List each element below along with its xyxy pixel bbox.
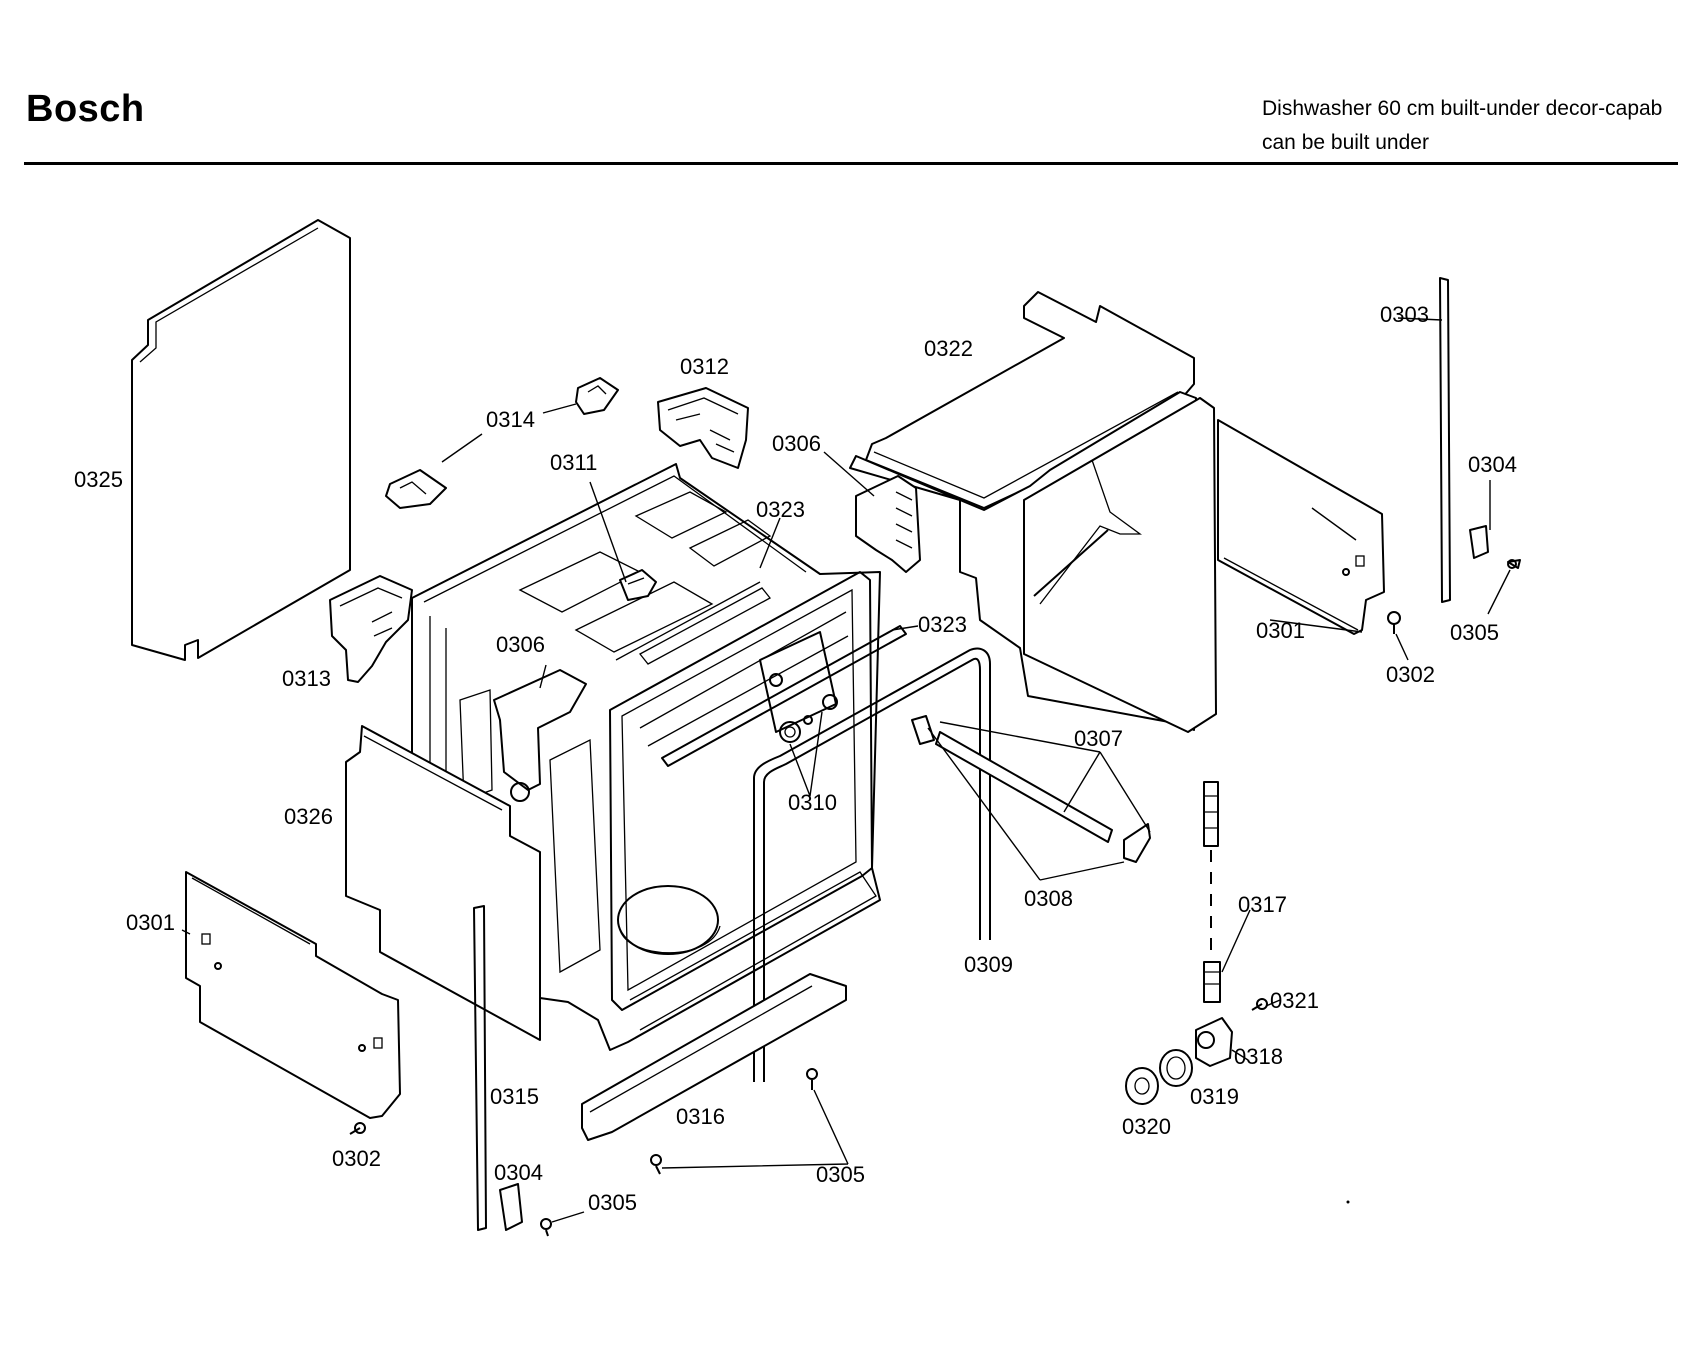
callout-0323-lower: 0323 xyxy=(918,612,967,637)
part-connector-0311 xyxy=(619,569,657,601)
callout-0305-left: 0305 xyxy=(588,1190,637,1215)
model-description-line-1: Dishwasher 60 cm built-under decor-capab xyxy=(1262,97,1663,120)
stray-dot xyxy=(1346,1200,1350,1204)
part-strip-0323 xyxy=(661,625,907,767)
callout-0325: 0325 xyxy=(74,467,123,492)
part-nut-0320 xyxy=(1125,1067,1159,1105)
part-bracket-0314 xyxy=(385,377,619,509)
part-side-panel-0325 xyxy=(131,219,351,661)
callout-0301-left: 0301 xyxy=(126,910,175,935)
callout-0307: 0307 xyxy=(1074,726,1123,751)
part-rail-0307 xyxy=(911,715,1151,863)
part-strip-0303 xyxy=(1439,277,1451,603)
part-module-0313 xyxy=(329,575,413,683)
part-fittings-0310 xyxy=(759,631,838,743)
callout-0319: 0319 xyxy=(1190,1084,1239,1109)
callout-0316: 0316 xyxy=(676,1104,725,1129)
callout-0315: 0315 xyxy=(490,1084,539,1109)
callout-0302-right: 0302 xyxy=(1386,662,1435,687)
callout-0304-right: 0304 xyxy=(1468,452,1517,477)
callout-0320: 0320 xyxy=(1122,1114,1171,1139)
callout-0309: 0309 xyxy=(964,952,1013,977)
part-panel-0326 xyxy=(345,725,541,1041)
callout-0314: 0314 xyxy=(486,407,535,432)
callout-0312: 0312 xyxy=(680,354,729,379)
part-clip-0304-right xyxy=(1469,525,1489,559)
callout-0303: 0303 xyxy=(1380,302,1429,327)
part-holder-0306-lower xyxy=(493,669,587,802)
part-screw-0305-left xyxy=(540,1218,552,1237)
callout-0310: 0310 xyxy=(788,790,837,815)
part-panel-0301-left xyxy=(185,871,401,1119)
callout-labels: 0325 0314 0312 0311 0306 0323 0322 0303 … xyxy=(74,302,1517,1215)
header-divider xyxy=(24,162,1678,165)
part-hose-0317 xyxy=(1203,781,1221,1003)
part-clip-0304-left xyxy=(499,1183,523,1231)
callout-0306-upper: 0306 xyxy=(772,431,821,456)
part-screw-0305-right xyxy=(1507,559,1521,569)
callout-0321: 0321 xyxy=(1270,988,1319,1013)
callout-0301-right: 0301 xyxy=(1256,618,1305,643)
callout-0318: 0318 xyxy=(1234,1044,1283,1069)
callout-0323-upper: 0323 xyxy=(756,497,805,522)
part-screw-0302-right xyxy=(1387,611,1401,634)
part-module-0312 xyxy=(657,387,749,469)
part-valve-0318 xyxy=(1195,1017,1233,1067)
callout-0322: 0322 xyxy=(924,336,973,361)
part-rail-0316 xyxy=(581,973,847,1141)
callout-0302-left: 0302 xyxy=(332,1146,381,1171)
part-screw-0302-left xyxy=(349,1122,366,1135)
part-ring-0319 xyxy=(1159,1049,1193,1087)
callout-0313: 0313 xyxy=(282,666,331,691)
callout-0304-left: 0304 xyxy=(494,1160,543,1185)
leader-lines xyxy=(181,317,1511,1223)
part-side-panel-right xyxy=(849,391,1217,733)
part-frame-0309 xyxy=(753,647,991,1082)
callout-0311: 0311 xyxy=(550,450,597,475)
part-screw-0305-bottom xyxy=(650,1068,818,1175)
model-description: Dishwasher 60 cm built-under decor-capab… xyxy=(1262,92,1662,160)
part-panel-0301-right xyxy=(1217,419,1385,635)
brand-title: Bosch xyxy=(26,88,145,130)
callout-0326: 0326 xyxy=(284,804,333,829)
callout-0305-bottom: 0305 xyxy=(816,1162,865,1187)
callout-0306-lower: 0306 xyxy=(496,632,545,657)
model-description-line-2: can be built under xyxy=(1262,131,1429,154)
part-screw-0321 xyxy=(1251,998,1268,1011)
callout-0305-right: 0305 xyxy=(1450,620,1499,645)
callout-0308: 0308 xyxy=(1024,886,1073,911)
part-strip-0315 xyxy=(473,905,487,1231)
callout-0317: 0317 xyxy=(1238,892,1287,917)
